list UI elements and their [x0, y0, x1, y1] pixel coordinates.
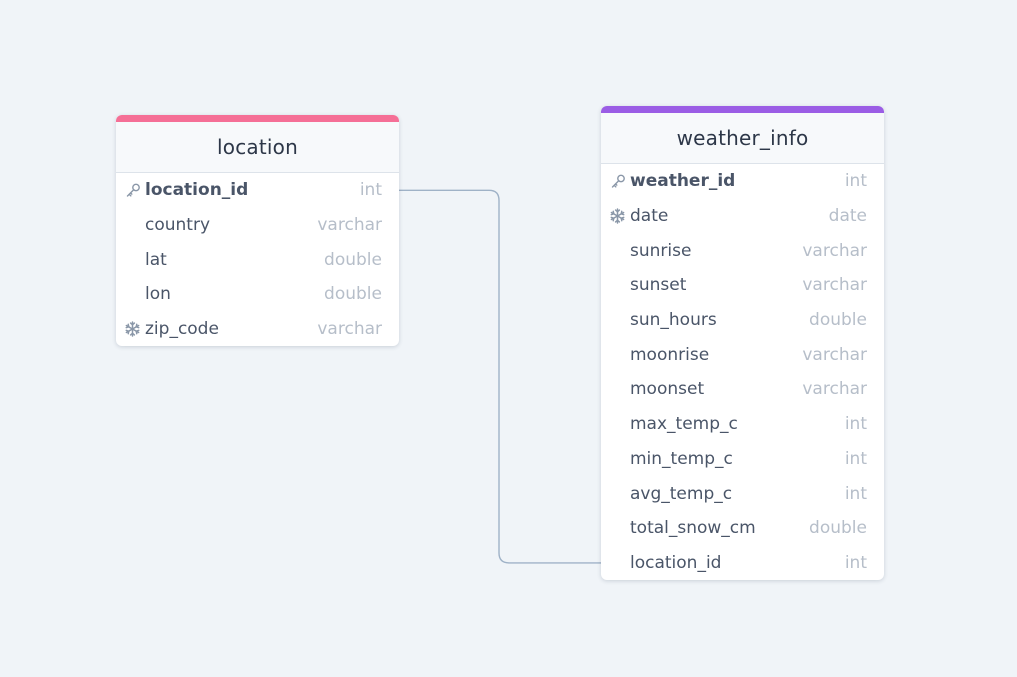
- field-name: moonset: [630, 379, 705, 400]
- field-type: varchar: [802, 344, 867, 365]
- field-name: min_temp_c: [630, 448, 733, 469]
- field-row-sunset[interactable]: sunset varchar: [601, 268, 884, 303]
- field-row-location-id[interactable]: location_id int: [601, 546, 884, 581]
- field-row-moonrise[interactable]: moonrise varchar: [601, 337, 884, 372]
- field-name: sunset: [630, 275, 687, 296]
- table-location[interactable]: location location_id int country varchar lat…: [116, 115, 399, 347]
- field-row-lon[interactable]: lon double: [116, 277, 399, 312]
- field-name: location_id: [630, 552, 722, 573]
- field-type: double: [324, 249, 382, 270]
- snowflake-icon: [609, 208, 626, 225]
- field-row-min-temp-c[interactable]: min_temp_c int: [601, 442, 884, 477]
- field-type: varchar: [802, 240, 867, 261]
- field-name: avg_temp_c: [630, 483, 733, 504]
- field-row-moonset[interactable]: moonset varchar: [601, 372, 884, 407]
- field-type: varchar: [317, 215, 382, 236]
- field-type: int: [844, 552, 867, 573]
- field-type: int: [844, 483, 867, 504]
- field-name: sun_hours: [630, 310, 717, 331]
- field-name: moonrise: [630, 344, 710, 365]
- field-row-total-snow-cm[interactable]: total_snow_cm double: [601, 511, 884, 546]
- field-type: int: [844, 414, 867, 435]
- field-row-weather-id[interactable]: weather_id int: [601, 164, 884, 199]
- field-name: lon: [145, 284, 171, 305]
- table-accent-bar: [601, 106, 884, 113]
- field-type: int: [359, 180, 382, 201]
- field-row-date[interactable]: date date: [601, 199, 884, 234]
- field-row-sun-hours[interactable]: sun_hours double: [601, 303, 884, 338]
- field-row-zip-code[interactable]: zip_code varchar: [116, 312, 399, 347]
- field-name: max_temp_c: [630, 414, 738, 435]
- field-row-sunrise[interactable]: sunrise varchar: [601, 233, 884, 268]
- key-icon: [609, 173, 626, 190]
- field-type: double: [809, 518, 867, 539]
- field-name: location_id: [145, 180, 249, 201]
- key-icon: [124, 182, 141, 199]
- field-type: varchar: [802, 379, 867, 400]
- field-type: double: [809, 310, 867, 331]
- field-name: total_snow_cm: [630, 518, 756, 539]
- field-type: double: [324, 284, 382, 305]
- relationship-line[interactable]: [399, 189, 601, 564]
- table-title: weather_info: [676, 126, 809, 150]
- table-accent-bar: [116, 115, 399, 122]
- field-type: varchar: [802, 275, 867, 296]
- field-type: int: [844, 448, 867, 469]
- table-header[interactable]: location: [116, 122, 399, 173]
- field-row-lat[interactable]: lat double: [116, 242, 399, 277]
- field-name: lat: [145, 249, 167, 270]
- field-type: int: [844, 171, 867, 192]
- field-name: sunrise: [630, 240, 692, 261]
- field-row-avg-temp-c[interactable]: avg_temp_c int: [601, 476, 884, 511]
- field-name: date: [630, 206, 669, 227]
- field-row-location-id[interactable]: location_id int: [116, 173, 399, 208]
- field-type: date: [828, 206, 867, 227]
- table-header[interactable]: weather_info: [601, 113, 884, 164]
- snowflake-icon: [124, 321, 141, 338]
- field-name: weather_id: [630, 171, 736, 192]
- field-name: zip_code: [145, 319, 219, 340]
- field-type: varchar: [317, 319, 382, 340]
- field-row-max-temp-c[interactable]: max_temp_c int: [601, 407, 884, 442]
- table-title: location: [217, 135, 298, 159]
- field-row-country[interactable]: country varchar: [116, 208, 399, 243]
- field-name: country: [145, 215, 211, 236]
